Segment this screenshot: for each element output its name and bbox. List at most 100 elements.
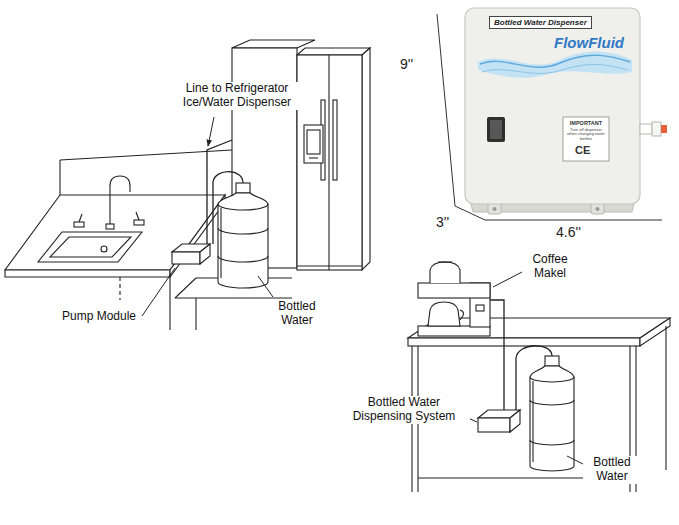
pump-module [172,244,210,264]
coffee-maker-part [430,262,460,283]
sink-part [50,237,131,257]
dispenser-housing-part [640,124,652,134]
refrigerator [297,48,370,270]
leader-line-part [567,456,583,464]
water-bottle [218,183,268,288]
coffee-maker-part [428,302,460,326]
dimension-label: 3'' [436,214,449,230]
leader-line-part [208,117,214,146]
refrigerator-part [297,48,370,55]
sink [38,176,144,262]
water-line-part [490,300,504,410]
kitchen-counter-part [5,270,170,277]
dispenser-housing-part [563,117,609,161]
leader-line-part [258,276,273,297]
water-bottle-part [530,440,574,445]
water-bottle-part [218,228,268,234]
pump-module-part [200,244,210,264]
dimension-line-part [485,220,662,221]
water-bottle-part [236,183,250,193]
water-bottle-part [218,193,268,288]
dispenser-housing-part [661,125,667,133]
callout-label: Coffee Makel [522,253,578,281]
dimension-line [437,14,662,220]
refrigerator-part [307,130,320,154]
leader-line-part [493,272,522,287]
pump-module-part [172,252,200,264]
pump-module-part [478,418,510,432]
callout-label: Bottled Water Dispensing System [338,396,470,424]
sink-part [134,220,144,225]
dimension-label: 4.6'' [556,224,581,240]
dimension-line-part [437,14,455,206]
sink-part [110,176,130,226]
dispenser-housing-part [482,65,628,74]
kitchen-counter-part [195,298,196,330]
ce-mark: CE [575,144,590,157]
dispenser-housing-part [478,52,632,78]
water-bottle-part [530,377,574,382]
refrigerator-part [333,100,337,180]
water-bottle-part [545,356,559,366]
kitchen-counter-part [169,277,170,330]
leader-line-part [142,268,175,316]
refrigerator-part [297,265,362,266]
table-part [665,326,666,470]
coffee-maker [418,262,490,336]
callout-label: Pump Module [60,310,138,324]
water-bottle-part [530,366,574,471]
sink-part [101,246,107,252]
kitchen-counter-part [170,195,225,277]
dimension-line-part [455,206,485,220]
water-bottle [530,356,574,471]
callout-label: Bottled Water [583,456,641,484]
leader-line [468,272,583,464]
refrigerator-part [297,55,362,270]
pump-module [478,410,520,432]
dispenser-housing-part [488,203,501,214]
coffee-maker-part [438,261,452,262]
brand-name: FlowFluid [554,34,624,51]
water-bottle-part [220,208,221,278]
kitchen-counter-part [119,277,120,300]
sink-part [136,212,139,220]
sink-part [79,214,82,222]
water-bottle-part [218,256,268,262]
callout-label: Line to Refrigerator Ice/Water Dispenser [168,82,306,110]
kitchen-counter-part [59,160,60,195]
kitchen-counter-part [175,297,292,298]
water-bottle-part [530,400,574,405]
refrigerator-part [362,48,370,270]
callout-label: Bottled Water [268,300,326,328]
table-part [408,338,640,346]
coffee-maker-part [476,305,484,311]
product-label: Bottled Water Dispenser [489,16,592,29]
dimension-label: 9'' [400,56,413,72]
dispenser-housing-part [596,207,600,211]
water-bottle-part [218,204,268,210]
tall-cabinet-part [232,40,315,48]
pump-module-part [510,410,520,432]
kitchen-counter-part [5,195,225,270]
dispenser-housing-part [465,8,640,204]
warning-text: Turn off dispenser when changing water b… [565,128,607,141]
coffee-maker-part [460,310,464,320]
sink-part [106,224,114,229]
dispenser-housing-part [591,203,604,214]
coffee-maker-part [418,283,490,298]
refrigerator-part [309,157,318,158]
dispenser-housing [465,8,667,214]
dispenser-housing-part [493,207,497,211]
water-bottle-part [532,381,533,462]
warning-label: IMPORTANT [565,120,607,126]
refrigerator-part [304,125,323,163]
kitchen-counter-part [175,278,196,298]
dispenser-housing-part [487,117,505,142]
dispenser-housing-part [490,120,502,139]
dispenser-housing-part [652,122,661,136]
sink-part [74,222,84,227]
leader-line [142,117,273,316]
sink-part [38,232,142,262]
